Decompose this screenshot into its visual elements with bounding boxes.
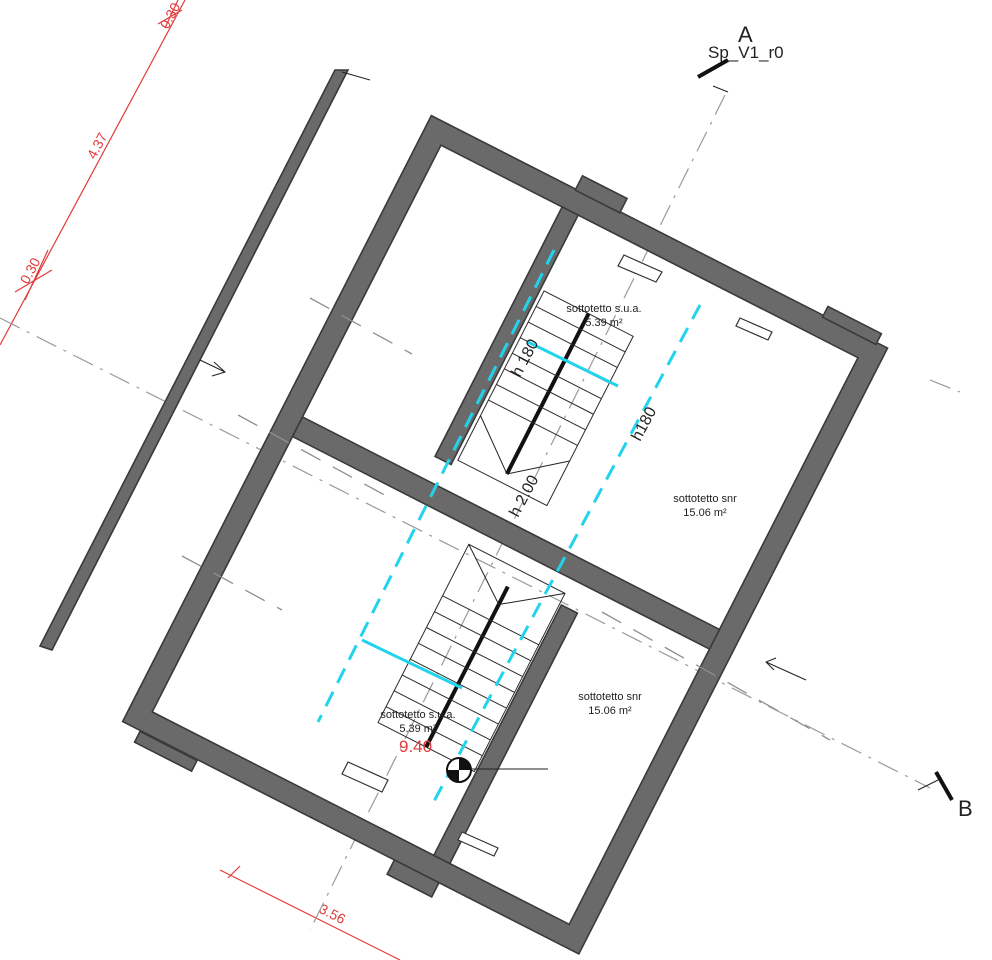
entry-arrows bbox=[199, 359, 807, 681]
stair-tread bbox=[527, 321, 618, 368]
room-1-name: sottotetto s.u.a. bbox=[566, 303, 641, 315]
windows bbox=[341, 254, 773, 857]
height-label-center: h 2.00 bbox=[507, 473, 543, 520]
room-4-area: 5.39 m² bbox=[399, 723, 437, 735]
building-walls bbox=[121, 114, 889, 956]
stair-upper bbox=[457, 290, 634, 507]
section-letter-a: A bbox=[738, 22, 753, 47]
stair-tread bbox=[434, 611, 531, 662]
room-2-name: sottotetto snr bbox=[673, 493, 737, 505]
dim-bottom-label: 3.56 bbox=[317, 900, 349, 927]
section-marker-a bbox=[697, 58, 729, 93]
stair-tread bbox=[488, 399, 578, 446]
stair-tread bbox=[496, 384, 586, 431]
section-marker-b bbox=[917, 771, 954, 801]
height-label-cyan: h180 bbox=[629, 404, 661, 443]
room-3-name: sottotetto snr bbox=[578, 691, 642, 703]
sheet-code: Sp_V1_r0 bbox=[708, 43, 784, 62]
room-1-area: 5.39 m² bbox=[585, 317, 623, 329]
room-3-area: 15.06 m² bbox=[588, 705, 632, 717]
elevation-symbol bbox=[446, 757, 548, 783]
stair-tread bbox=[512, 352, 602, 400]
stair-tread bbox=[401, 674, 499, 725]
stair-tread bbox=[426, 627, 523, 677]
stair-lower bbox=[377, 543, 566, 773]
stair-tread bbox=[393, 690, 491, 741]
height-lines bbox=[316, 249, 702, 806]
dim-top-label: 0.30 bbox=[157, 0, 184, 31]
room-2-area: 15.06 m² bbox=[683, 507, 727, 519]
roof-edge-dashes bbox=[181, 297, 831, 741]
elevation-value: 9.40 bbox=[399, 737, 432, 756]
stair-tread bbox=[504, 368, 594, 415]
stair-tread bbox=[410, 658, 507, 709]
dimension-lines bbox=[0, 0, 401, 960]
stair-tread bbox=[442, 595, 540, 646]
stair-tread bbox=[418, 642, 515, 693]
stair-tread bbox=[535, 306, 626, 353]
section-letter-b: B bbox=[958, 796, 973, 821]
parapet-wall bbox=[38, 69, 371, 651]
grid-axis-right-stub bbox=[929, 379, 961, 393]
stair-tread bbox=[385, 706, 483, 757]
room-4-name: sottotetto s.u.a. bbox=[380, 709, 455, 721]
